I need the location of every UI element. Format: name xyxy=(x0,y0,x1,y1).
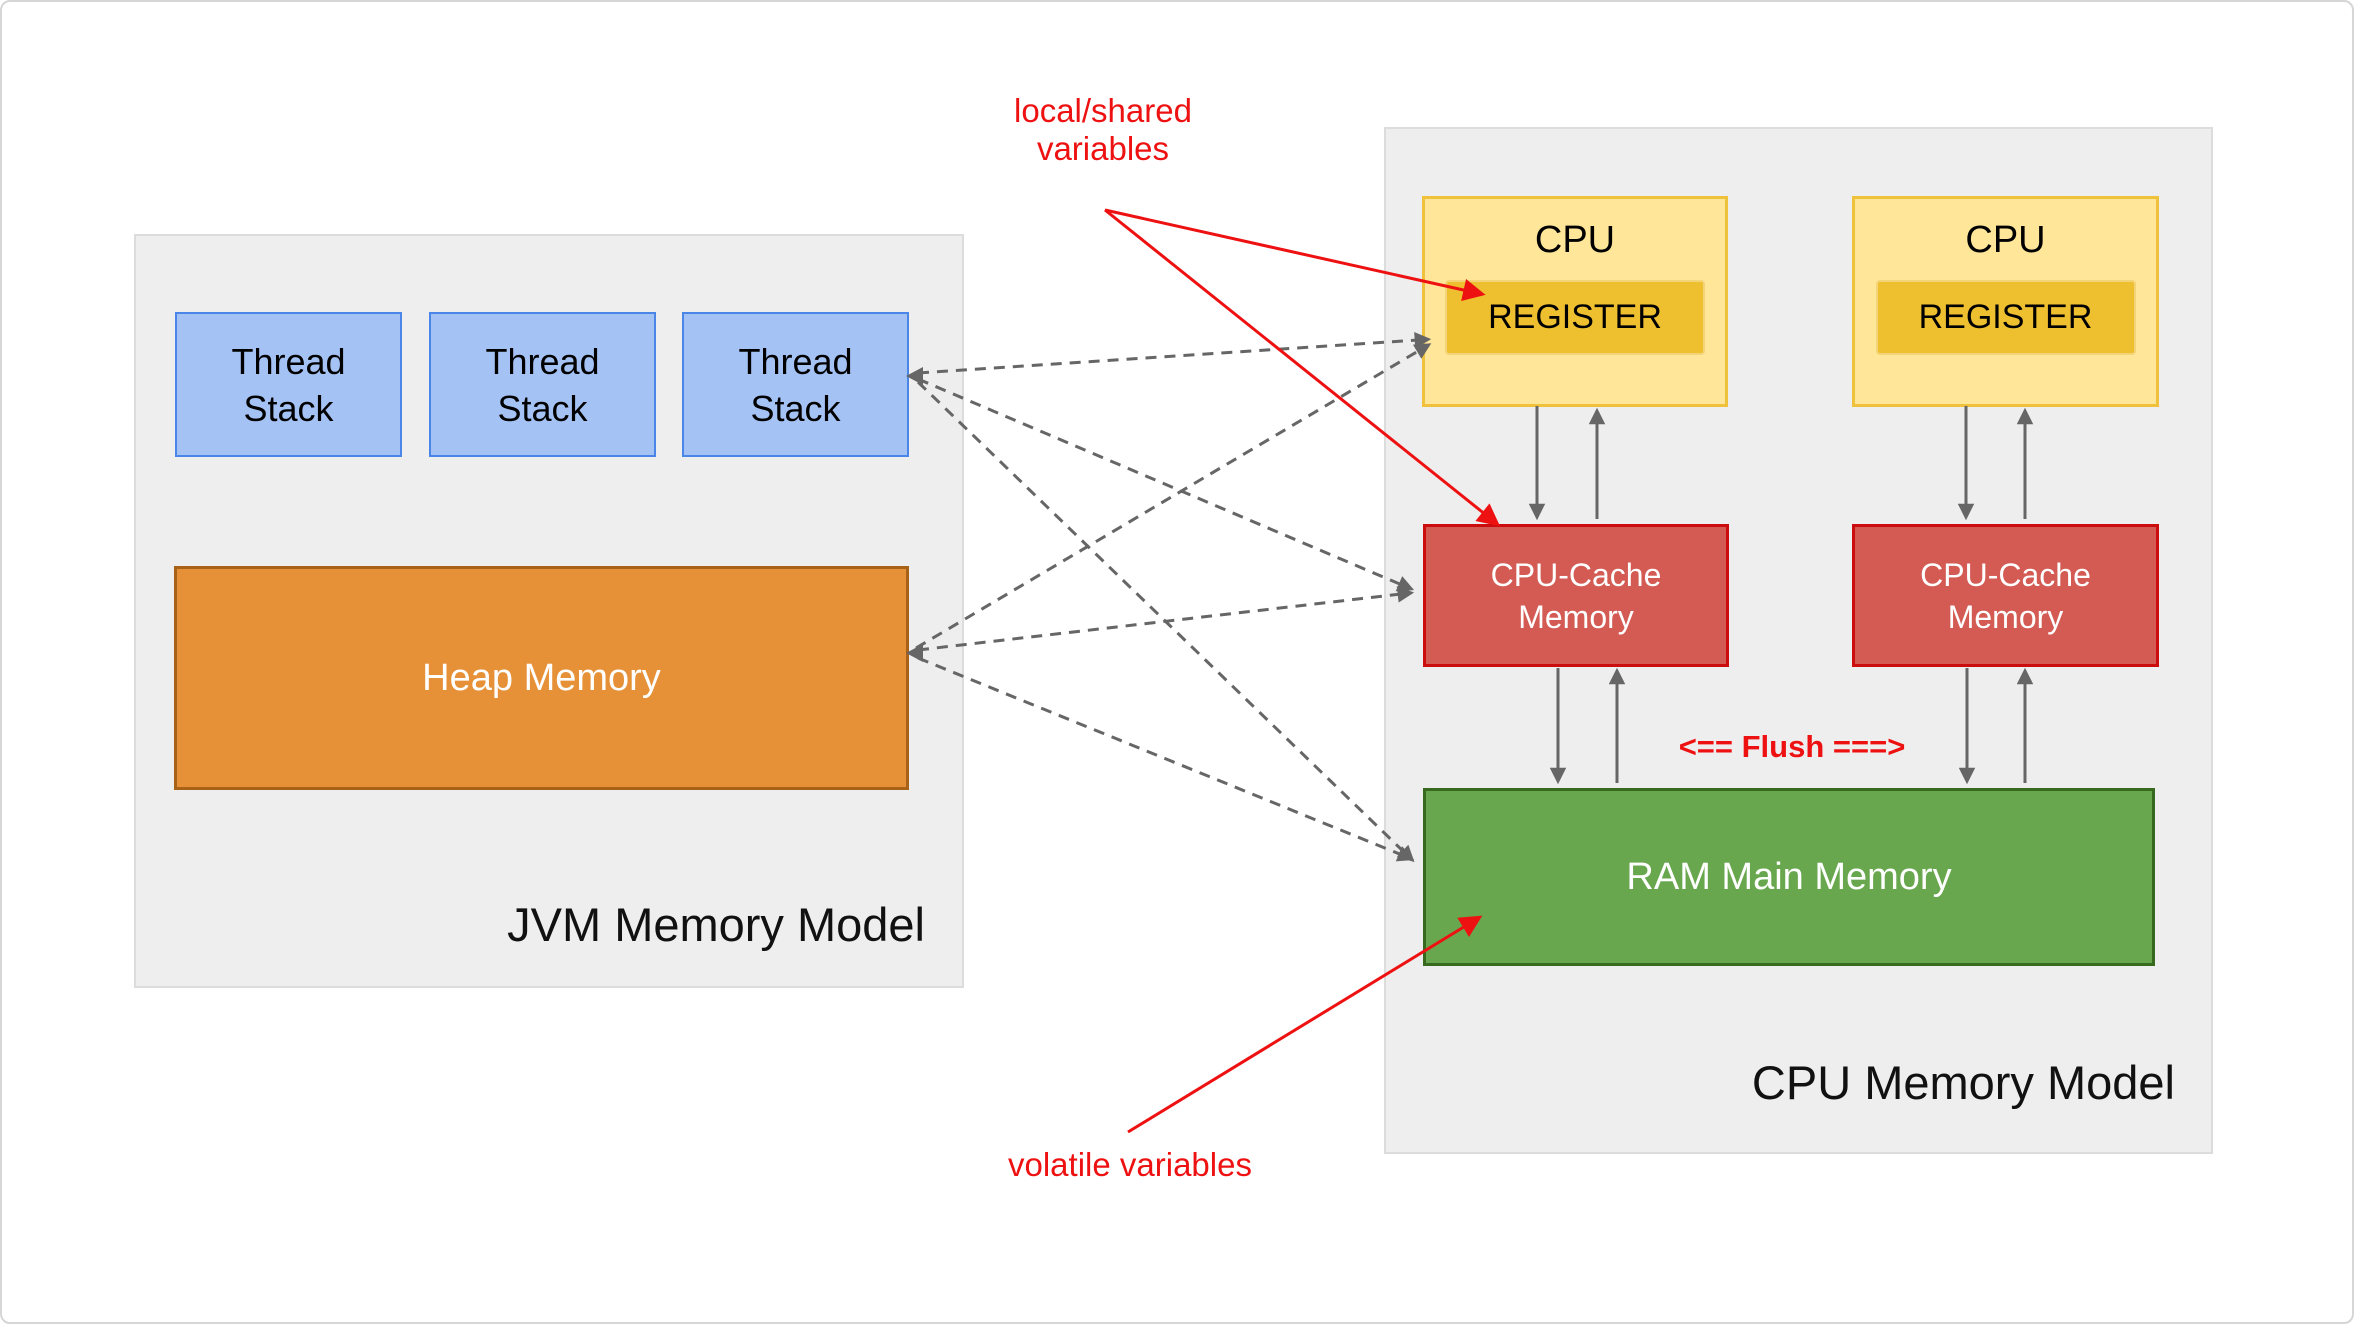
heap-cache-link xyxy=(917,586,1415,652)
ram-label: RAM Main Memory xyxy=(1626,855,1952,898)
volatile-variables-annotation: volatile variables xyxy=(1008,1146,1252,1183)
heap-ram-link xyxy=(917,656,1415,862)
local-shared-variables-annotation: local/shared variables xyxy=(1014,92,1192,167)
jvm-panel-title: JVM Memory Model xyxy=(507,898,925,951)
cpu-cache-box-1: CPU-Cache Memory xyxy=(1423,524,1729,667)
heap-memory-label: Heap Memory xyxy=(422,656,661,699)
cpu-label: CPU xyxy=(1965,219,2046,261)
dashed-link-arrows xyxy=(906,331,1432,863)
cpu-cache-label: CPU-Cache Memory xyxy=(1920,556,2091,635)
register-label: REGISTER xyxy=(1488,298,1662,336)
thread-stack-box-3: Thread Stack xyxy=(682,312,909,457)
heap-memory-box: Heap Memory xyxy=(174,566,909,790)
threadstack-cache-link xyxy=(917,377,1415,592)
cpu-panel-title: CPU Memory Model xyxy=(1751,1056,2175,1109)
thread-stack-label: Thread Stack xyxy=(485,340,600,429)
thread-stack-label: Thread Stack xyxy=(738,340,853,429)
heap-register-link xyxy=(915,343,1432,650)
threadstack-register-link xyxy=(917,331,1432,375)
thread-stack-box-2: Thread Stack xyxy=(429,312,656,457)
cpu-cache-box-2: CPU-Cache Memory xyxy=(1852,524,2159,667)
register-box-1: REGISTER xyxy=(1445,280,1705,355)
cpu-memory-model-panel: CPU REGISTER CPU REGISTER CPU-Cache Memo… xyxy=(1384,127,2213,1154)
register-box-2: REGISTER xyxy=(1875,280,2136,355)
cpu-box-1: CPU REGISTER xyxy=(1422,196,1728,407)
threadstack-ram-link xyxy=(916,380,1415,863)
thread-stack-box-1: Thread Stack xyxy=(175,312,402,457)
thread-stack-label: Thread Stack xyxy=(231,340,346,429)
ram-main-memory-box: RAM Main Memory xyxy=(1423,788,2155,966)
jvm-memory-model-panel: Thread Stack Thread Stack Thread Stack H… xyxy=(134,234,964,988)
flush-annotation: <== Flush ===> xyxy=(1678,729,1906,764)
cpu-label: CPU xyxy=(1534,219,1616,261)
cpu-cache-label: CPU-Cache Memory xyxy=(1490,556,1662,635)
cpu-box-2: CPU REGISTER xyxy=(1852,196,2159,407)
register-label: REGISTER xyxy=(1918,298,2093,336)
